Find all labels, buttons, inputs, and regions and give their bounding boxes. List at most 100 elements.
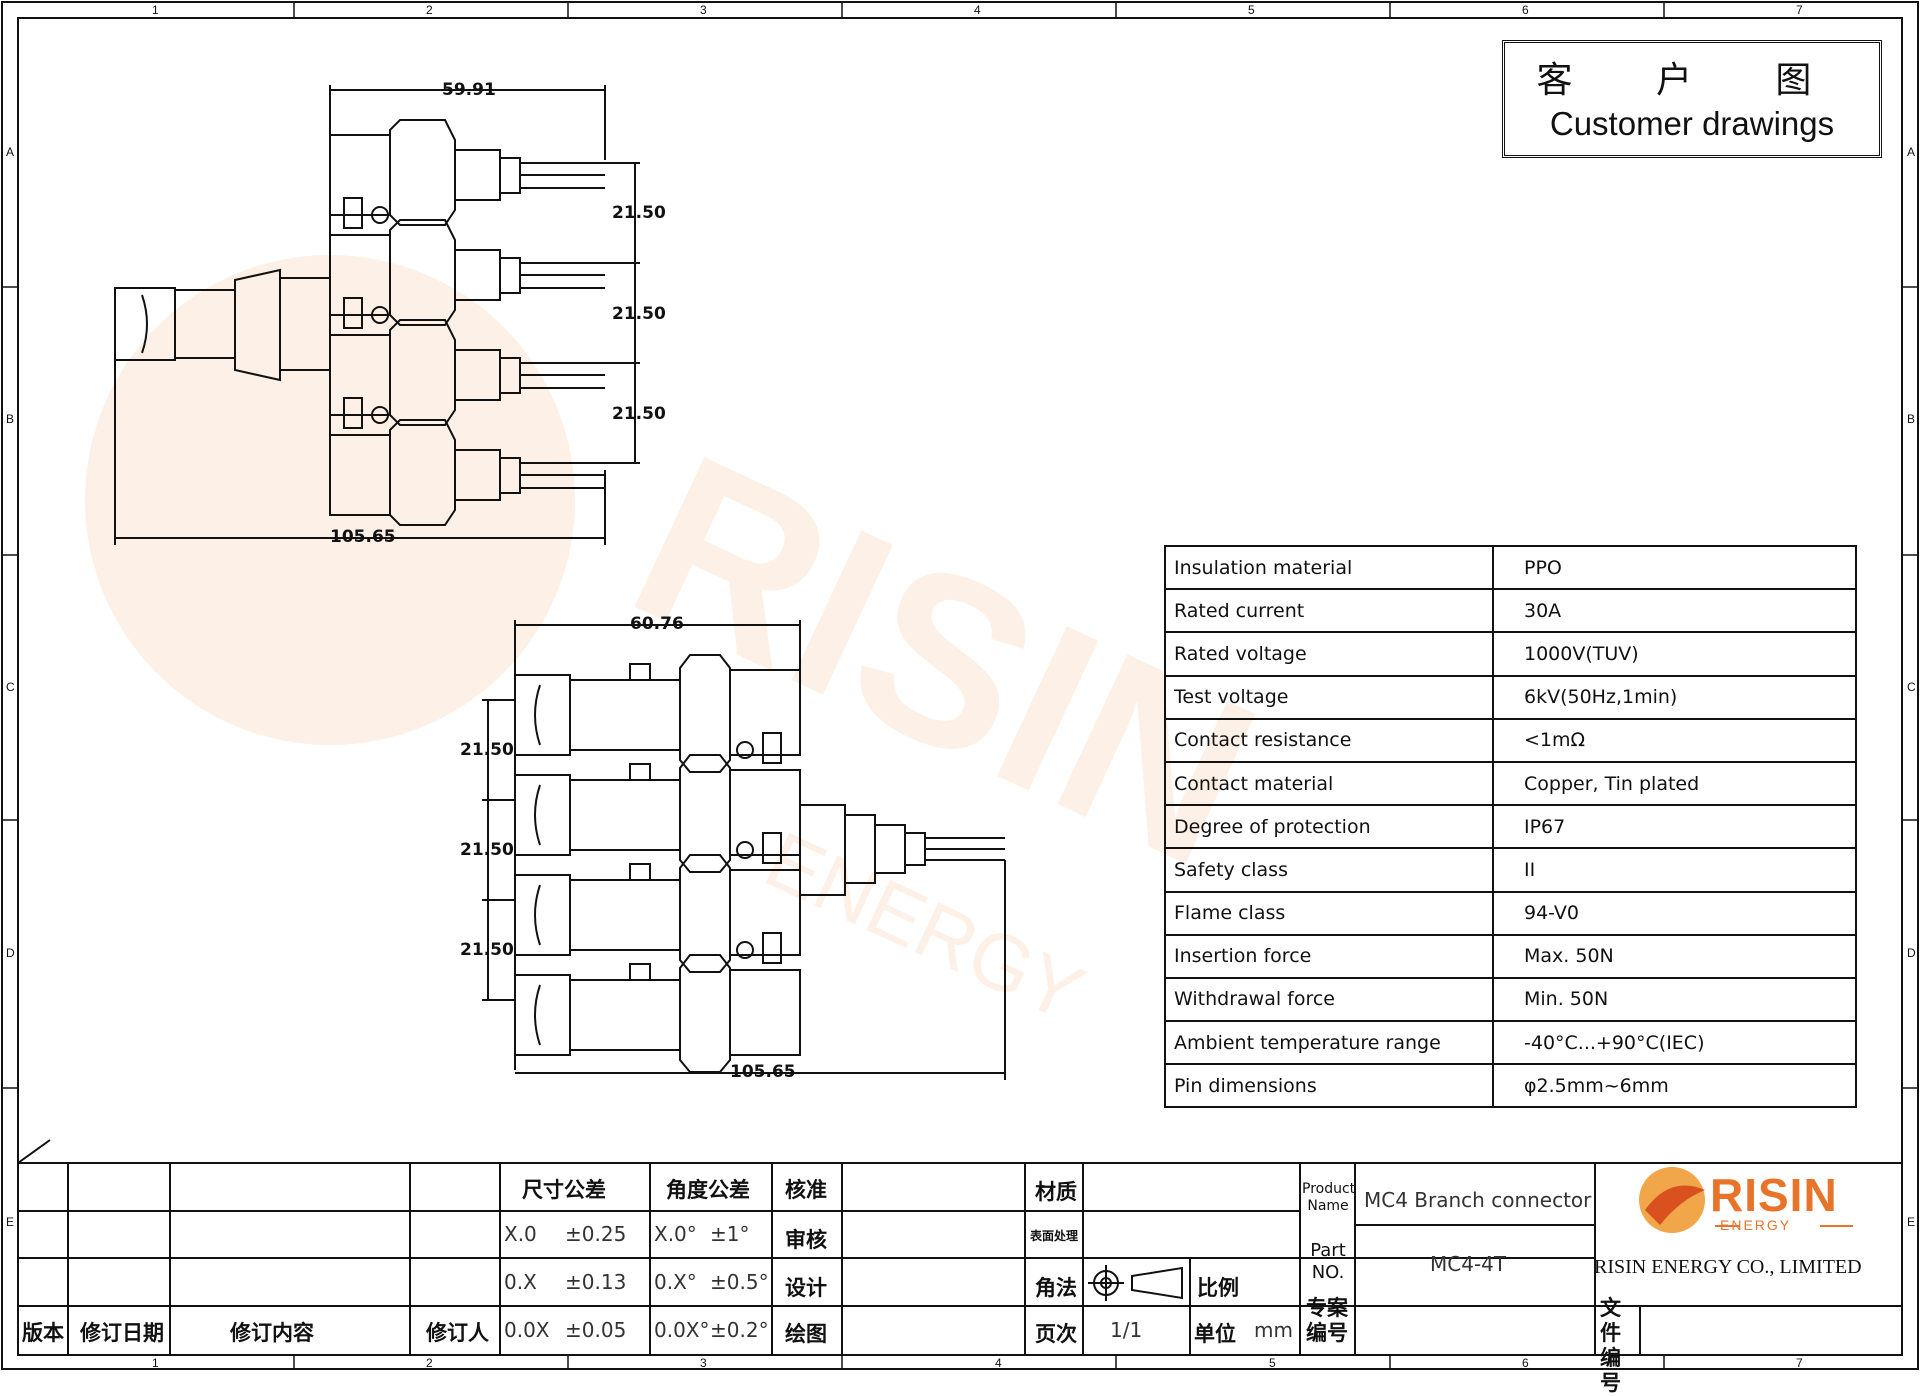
dim-bottom-width: 60.76 bbox=[630, 614, 684, 634]
grid-col-3: 3 bbox=[700, 3, 707, 17]
grid-row-d: D bbox=[6, 946, 15, 960]
tol-dim-val-0: ±0.25 bbox=[565, 1222, 627, 1246]
surface-label: 表面处理 bbox=[1030, 1229, 1079, 1243]
dim-bottom-pitch-2: 21.50 bbox=[460, 840, 514, 860]
dim-tolerance-header: 尺寸公差 bbox=[522, 1178, 606, 1202]
spec-value: IP67 bbox=[1492, 804, 1857, 850]
spec-key: Test voltage bbox=[1164, 674, 1494, 720]
tol-dim-1: 0.X bbox=[504, 1270, 537, 1294]
tol-ang-val-2: ±0.2° bbox=[710, 1318, 769, 1342]
tol-dim-val-1: ±0.13 bbox=[565, 1270, 627, 1294]
spec-value: -40°C...+90°C(IEC) bbox=[1492, 1020, 1857, 1066]
company-logo-sub: ENERGY bbox=[1720, 1217, 1792, 1233]
grid-col-7: 7 bbox=[1796, 3, 1803, 17]
top-view bbox=[114, 85, 640, 545]
grid-col-3-bottom: 3 bbox=[700, 1356, 707, 1370]
dim-bottom-pitch-1: 21.50 bbox=[460, 740, 514, 760]
grid-row-b: B bbox=[6, 412, 15, 426]
grid-col-1: 1 bbox=[152, 3, 159, 17]
dim-top-pitch-1: 21.50 bbox=[612, 203, 666, 223]
spec-key: Safety class bbox=[1164, 847, 1494, 893]
grid-col-1-bottom: 1 bbox=[152, 1356, 159, 1370]
scale-label: 比例 bbox=[1197, 1276, 1239, 1300]
spec-key: Flame class bbox=[1164, 890, 1494, 936]
tol-dim-2: 0.0X bbox=[504, 1318, 550, 1342]
grid-row-e: E bbox=[6, 1215, 15, 1229]
tol-ang-2: 0.0X° bbox=[654, 1318, 710, 1342]
product-name-label: Product Name bbox=[1302, 1181, 1356, 1214]
spec-value: 1000V(TUV) bbox=[1492, 631, 1857, 677]
tol-dim-val-2: ±0.05 bbox=[565, 1318, 627, 1342]
tol-ang-val-0: ±1° bbox=[710, 1222, 750, 1246]
spec-key: Rated voltage bbox=[1164, 631, 1494, 677]
spec-key: Withdrawal force bbox=[1164, 976, 1494, 1023]
title-en: Customer drawings bbox=[1549, 105, 1835, 142]
grid-col-2-bottom: 2 bbox=[426, 1356, 433, 1370]
bottom-view bbox=[482, 620, 1006, 1080]
spec-key: Rated current bbox=[1164, 588, 1494, 634]
grid-col-4: 4 bbox=[974, 3, 981, 17]
tol-dim-0: X.0 bbox=[504, 1222, 537, 1246]
projection-label: 角法 bbox=[1035, 1276, 1077, 1300]
revision-date-header: 修订日期 bbox=[80, 1321, 164, 1345]
dim-top-pitch-3: 21.50 bbox=[612, 404, 666, 424]
spec-value: 6kV(50Hz,1min) bbox=[1492, 674, 1857, 720]
spec-value: II bbox=[1492, 847, 1857, 893]
part-no: MC4-4T bbox=[1430, 1252, 1507, 1276]
revision-content-header: 修订内容 bbox=[230, 1321, 314, 1345]
file-no-label: 文件编号 bbox=[1600, 1296, 1621, 1395]
dim-top-width: 59.91 bbox=[442, 80, 496, 100]
material-label: 材质 bbox=[1035, 1180, 1077, 1204]
grid-row-a-right: A bbox=[1907, 145, 1916, 159]
dim-top-pitch-2: 21.50 bbox=[612, 304, 666, 324]
spec-value: Max. 50N bbox=[1492, 933, 1857, 979]
drawing-title-box: 客 户 图 Customer drawings bbox=[1502, 40, 1882, 158]
company-logo-mark bbox=[1639, 1167, 1705, 1233]
grid-row-c: C bbox=[6, 680, 15, 694]
role-design: 设计 bbox=[785, 1276, 827, 1300]
grid-row-e-right: E bbox=[1907, 1215, 1916, 1229]
spec-value: φ2.5mm~6mm bbox=[1492, 1063, 1857, 1109]
grid-row-b-right: B bbox=[1907, 412, 1916, 426]
company-logo-text: RISIN bbox=[1710, 1169, 1838, 1221]
grid-col-7-bottom: 7 bbox=[1796, 1356, 1803, 1370]
spec-key: Contact resistance bbox=[1164, 717, 1494, 763]
grid-col-4-bottom: 4 bbox=[995, 1356, 1002, 1370]
watermark: RISIN ENERGY bbox=[85, 255, 1292, 1038]
grid-row-c-right: C bbox=[1907, 680, 1916, 694]
spec-key: Pin dimensions bbox=[1164, 1063, 1494, 1109]
tol-ang-val-1: ±0.5° bbox=[710, 1270, 769, 1294]
grid-col-5: 5 bbox=[1248, 3, 1255, 17]
spec-key: Insulation material bbox=[1164, 544, 1494, 591]
role-approve: 核准 bbox=[785, 1178, 827, 1202]
grid-row-d-right: D bbox=[1907, 946, 1916, 960]
spec-row: Contact resistance<1mΩ bbox=[1164, 717, 1857, 763]
angle-tolerance-header: 角度公差 bbox=[666, 1178, 750, 1202]
dim-bottom-length: 105.65 bbox=[730, 1062, 796, 1082]
revision-version-header: 版本 bbox=[22, 1321, 64, 1345]
spec-value: Min. 50N bbox=[1492, 976, 1857, 1023]
project-no-label: 专案编号 bbox=[1306, 1296, 1348, 1345]
dim-top-length: 105.65 bbox=[330, 527, 396, 547]
spec-key: Degree of protection bbox=[1164, 804, 1494, 850]
spec-value: 30A bbox=[1492, 588, 1857, 634]
unit-label: 单位 bbox=[1194, 1322, 1236, 1346]
grid-col-2: 2 bbox=[426, 3, 433, 17]
unit-value: mm bbox=[1254, 1318, 1293, 1342]
title-cn: 客 户 图 bbox=[1536, 60, 1848, 101]
grid-col-6: 6 bbox=[1522, 3, 1529, 17]
spec-row: Ambient temperature range-40°C...+90°C(I… bbox=[1164, 1020, 1857, 1066]
spec-key: Ambient temperature range bbox=[1164, 1020, 1494, 1066]
grid-col-6-bottom: 6 bbox=[1522, 1356, 1529, 1370]
